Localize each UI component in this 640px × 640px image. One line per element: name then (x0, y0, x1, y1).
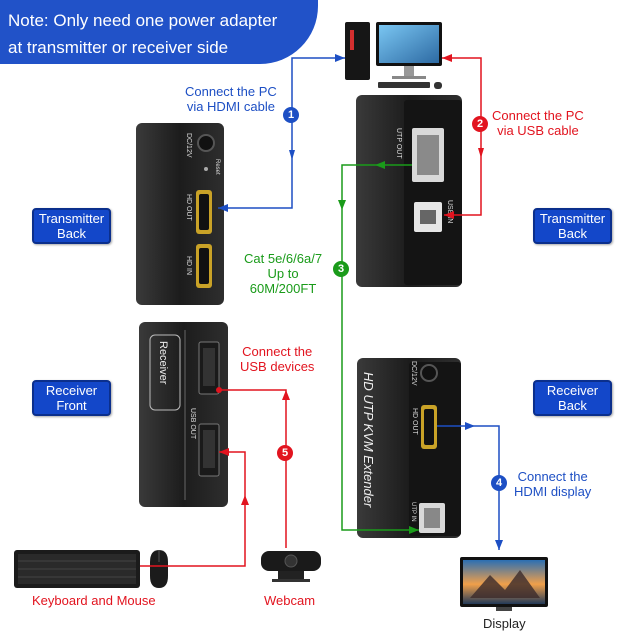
display-caption: Display (483, 616, 526, 631)
step-1-label: Connect the PC via HDMI cable (185, 84, 277, 114)
step-1-marker: 1 (283, 107, 299, 123)
receiver-front-device (139, 322, 228, 507)
step-5-label: Connect the USB devices (240, 344, 315, 374)
cat-cable-3 (338, 161, 419, 534)
step-2-marker: 2 (472, 116, 488, 132)
hd-out-label-tx: HD OUT (185, 194, 192, 222)
display-icon (460, 557, 548, 611)
webcam-caption: Webcam (264, 593, 316, 608)
dc12v-label-tx: DC/12V (185, 133, 192, 158)
hdmi-output-cable-4 (437, 422, 503, 550)
usb-input-cable-2 (442, 54, 484, 219)
note-banner: Note: Only need one power adapter at tra… (0, 0, 318, 64)
product-name-label: HD UTP KVM Extender (361, 372, 376, 508)
desktop-pc-icon (345, 22, 442, 89)
receiver-back-badge: Receiver Back (533, 380, 612, 416)
transmitter-back-right-device (356, 95, 462, 287)
keyboard-icon (14, 550, 140, 588)
keyboard-mouse-caption: Keyboard and Mouse (32, 593, 156, 608)
step-4-marker: 4 (491, 475, 507, 491)
transmitter-back-badge-left: Transmitter Back (32, 208, 111, 244)
transmitter-back-badge-right: Transmitter Back (533, 208, 612, 244)
receiver-back-device (357, 358, 461, 538)
note-line-2: at transmitter or receiver side (8, 38, 229, 57)
utp-out-label: UTP OUT (395, 128, 402, 159)
receiver-front-badge: Receiver Front (32, 380, 111, 416)
step-3-label: Cat 5e/6/6a/7 Up to 60M/200FT (244, 251, 323, 296)
step-4-label: Connect the HDMI display (514, 469, 592, 499)
mouse-icon (150, 550, 168, 588)
reset-label-tx: Reset (214, 159, 220, 175)
receiver-label: Receiver (157, 341, 169, 385)
usb-in-label: USB IN (446, 200, 453, 223)
hdmi-input-cable-1 (218, 54, 345, 212)
webcam-icon (261, 551, 321, 582)
usb-out-label: USB OUT (189, 408, 196, 440)
note-line-1: Note: Only need one power adapter (8, 11, 278, 30)
usb-device-cable-5 (140, 387, 290, 567)
hd-in-label-tx: HD IN (185, 256, 192, 275)
transmitter-back-left-device (136, 123, 224, 305)
step-3-marker: 3 (333, 261, 349, 277)
dc12v-label-rx: DC/12V (410, 361, 417, 386)
step-5-marker: 5 (277, 445, 293, 461)
step-2-label: Connect the PC via USB cable (492, 108, 584, 138)
utp-in-label: UTP IN (410, 502, 416, 522)
hd-out-label-rx: HD OUT (411, 408, 418, 436)
